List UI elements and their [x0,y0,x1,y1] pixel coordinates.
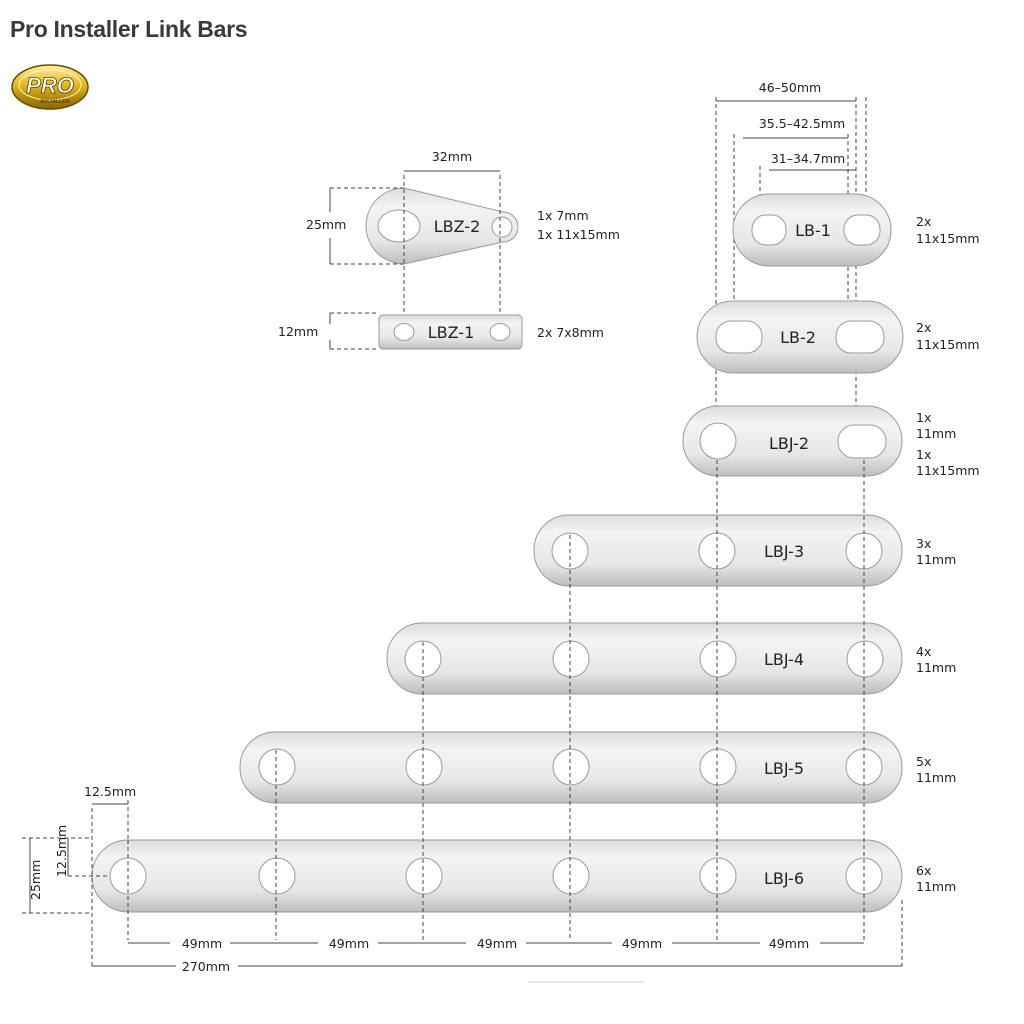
spec-text: 2x 7x8mm [537,325,604,340]
dimension-label: 49mm [477,936,517,951]
pro-installer-logo: PRO INSTALLER [11,64,89,110]
dimension-label: 12.5mm [84,784,136,799]
logo-subtext: INSTALLER [40,99,70,105]
spec-text: 6x [916,863,931,878]
spec-text: 1x 11x15mm [537,227,620,242]
spec-text: 11x15mm [916,231,980,246]
spec-text: 11mm [916,879,956,894]
part-code: LB-2 [780,328,816,347]
part-lbj-6: LBJ-6 [91,839,903,913]
spec-text: 5x [916,754,931,769]
dimension-label: 49mm [329,936,369,951]
spec-text: 2x [916,320,931,335]
dimension-label: 270mm [182,959,230,974]
part-lbj-4: LBJ-4 [386,622,903,695]
part-code: LBZ-2 [434,217,481,236]
spec-text: 2x [916,214,931,229]
dimension-label: 31–34.7mm [771,151,845,166]
dimension-label: 49mm [769,936,809,951]
dimension-label: 12mm [278,324,318,339]
page-title: Pro Installer Link Bars [10,16,248,42]
part-code: LBZ-1 [428,323,475,342]
part-lbj-5: LBJ-5 [239,731,903,804]
spec-text: 1x [916,410,931,425]
dimension-label: 35.5–42.5mm [759,116,845,131]
dimension-label: 46–50mm [759,80,821,95]
dimension-label: 49mm [182,936,222,951]
spec-text: 1x [916,447,931,462]
part-code: LBJ-4 [764,650,804,669]
part-lbz-1: LBZ-1 [378,314,523,350]
spec-text: 11mm [916,660,956,675]
dimension-label: 25mm [28,860,43,900]
dimension-label: 25mm [306,217,346,232]
part-code: LB-1 [795,221,831,240]
dimension-label: 32mm [432,149,472,164]
part-code: LBJ-3 [764,542,804,561]
spec-text: 11mm [916,426,956,441]
spec-text: 11x15mm [916,337,980,352]
part-code: LBJ-2 [769,434,809,453]
part-code: LBJ-6 [764,869,804,888]
part-lbj-3: LBJ-3 [533,514,903,587]
spec-text: 11mm [916,552,956,567]
spec-text: 1x 7mm [537,208,589,223]
spec-text: 4x [916,644,931,659]
part-code: LBJ-5 [764,759,804,778]
part-lb-2: LB-2 [696,300,904,374]
spec-text: 11mm [916,770,956,785]
spec-text: 3x [916,536,931,551]
logo-text: PRO [26,73,74,98]
part-lb-1: LB-1 [732,193,892,267]
dimension-label: 12.5mm [54,825,69,877]
part-lbz-2: LBZ-2 [365,187,519,265]
part-lbj-2: LBJ-2 [682,405,903,477]
spec-text: 11x15mm [916,463,980,478]
dimension-label: 49mm [622,936,662,951]
